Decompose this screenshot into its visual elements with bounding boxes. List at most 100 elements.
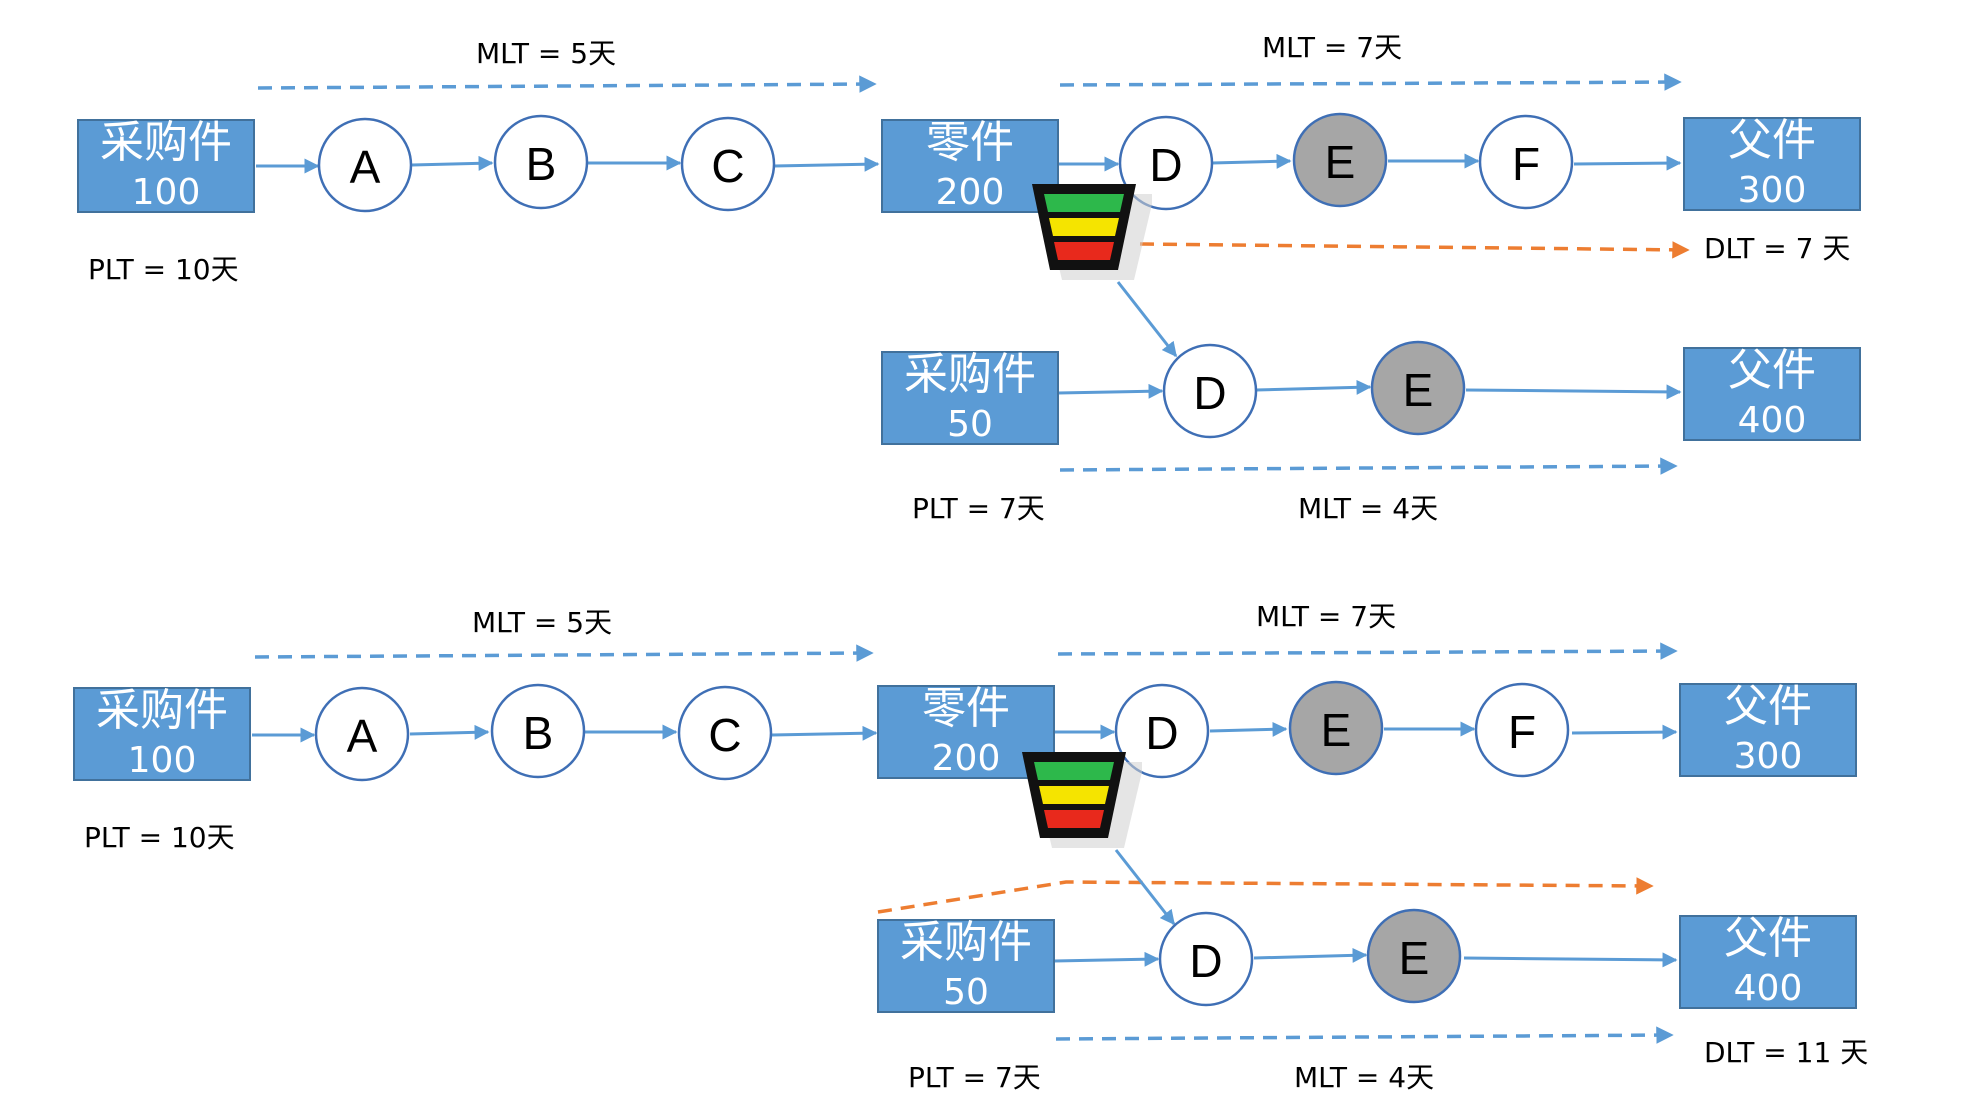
- svg-text:A: A: [350, 141, 381, 193]
- flow-arrow: [1573, 155, 1682, 171]
- plt-main-label: PLT = 10天: [88, 253, 239, 286]
- plt-main-label: PLT = 10天: [84, 821, 235, 854]
- dlt-dashed-arrow: [1139, 241, 1690, 259]
- flow-arrow: [1255, 379, 1372, 395]
- plt-sub-label: PLT = 7天: [908, 1061, 1041, 1094]
- plt-sub-label: PLT = 7天: [912, 492, 1045, 525]
- svg-text:F: F: [1508, 706, 1536, 758]
- mlt-sub-dashed-arrow: [1055, 1026, 1674, 1044]
- box-value: 100: [132, 172, 201, 213]
- svg-text:E: E: [1325, 136, 1356, 188]
- box-title: 采购件: [96, 685, 228, 736]
- node-d-sub: D: [1158, 911, 1254, 1007]
- buffer-icon: [1022, 752, 1142, 848]
- flow-arrow: [1114, 849, 1176, 926]
- box-value: 200: [932, 738, 1001, 779]
- node-f: F: [1474, 682, 1570, 778]
- flow-arrow: [409, 724, 490, 740]
- mlt-sub-dashed-arrow: [1059, 457, 1678, 475]
- svg-text:E: E: [1321, 704, 1352, 756]
- node-d: D: [1118, 115, 1214, 211]
- box-value: 200: [936, 172, 1005, 213]
- node-e-sub-gray: E: [1366, 908, 1462, 1004]
- flow-arrow: [1057, 383, 1164, 399]
- box-title: 零件: [926, 117, 1014, 168]
- flow-arrow: [773, 156, 880, 172]
- svg-text:B: B: [526, 138, 557, 190]
- svg-text:C: C: [711, 140, 744, 192]
- node-a: A: [317, 117, 413, 213]
- svg-text:D: D: [1189, 935, 1222, 987]
- flow-arrow: [771, 725, 878, 741]
- box-title: 采购件: [100, 117, 232, 168]
- parent-box-sub: 父件 400: [1683, 345, 1861, 441]
- box-title: 父件: [1724, 681, 1812, 732]
- box-value: 100: [128, 740, 197, 781]
- box-value: 300: [1734, 736, 1803, 777]
- node-c: C: [677, 685, 773, 781]
- part-box: 零件 200: [881, 117, 1059, 213]
- flow-arrow: [1211, 153, 1292, 169]
- mlt-right-label: MLT = 7天: [1262, 31, 1402, 64]
- dlt-label: DLT = 7 天: [1704, 232, 1850, 265]
- svg-text:D: D: [1145, 707, 1178, 759]
- svg-text:C: C: [708, 709, 741, 761]
- svg-text:B: B: [523, 707, 554, 759]
- flow-arrows: [252, 721, 1678, 968]
- box-value: 50: [947, 404, 993, 445]
- node-a: A: [314, 686, 410, 782]
- mlt-sub-label: MLT = 4天: [1298, 492, 1438, 525]
- mlt-sub-label: MLT = 4天: [1294, 1061, 1434, 1094]
- node-f: F: [1478, 114, 1574, 210]
- box-value: 50: [943, 972, 989, 1013]
- flow-arrow: [1463, 952, 1678, 968]
- buffer-icon: [1032, 184, 1152, 280]
- box-title: 父件: [1728, 115, 1816, 166]
- mlt-right-dashed-arrow: [1057, 642, 1678, 660]
- node-c: C: [680, 116, 776, 212]
- scenario-top: 采购件 100 零件 200 父件 300 采购件 50 父件 400 A B …: [77, 31, 1861, 525]
- flow-arrow: [1116, 281, 1178, 358]
- box-value: 400: [1738, 400, 1807, 441]
- box-value: 300: [1738, 170, 1807, 211]
- mlt-left-label: MLT = 5天: [472, 606, 612, 639]
- parent-box-sub: 父件 400: [1679, 913, 1857, 1009]
- flow-arrow: [1465, 384, 1682, 400]
- mlt-left-dashed-arrow: [254, 644, 874, 662]
- svg-text:D: D: [1193, 367, 1226, 419]
- mlt-right-dashed-arrow: [1059, 73, 1682, 91]
- svg-text:A: A: [347, 710, 378, 762]
- node-b: B: [493, 114, 589, 210]
- box-title: 采购件: [904, 349, 1036, 400]
- box-title: 零件: [922, 683, 1010, 734]
- svg-text:E: E: [1403, 364, 1434, 416]
- flow-arrow: [1053, 951, 1160, 967]
- box-title: 采购件: [900, 917, 1032, 968]
- dlt-label: DLT = 11 天: [1704, 1036, 1868, 1069]
- node-d-sub: D: [1162, 343, 1258, 439]
- svg-text:D: D: [1149, 139, 1182, 191]
- svg-text:F: F: [1512, 138, 1540, 190]
- svg-text:E: E: [1399, 932, 1430, 984]
- purchase-box-main: 采购件 100: [77, 117, 255, 213]
- flow-arrow: [1209, 721, 1288, 737]
- mlt-left-label: MLT = 5天: [476, 37, 616, 70]
- node-e-gray: E: [1292, 112, 1388, 208]
- scenario-bottom: 采购件 100 零件 200 父件 300 采购件 50 父件 400 A B …: [73, 600, 1868, 1094]
- flow-arrow: [1571, 724, 1678, 740]
- box-title: 父件: [1728, 345, 1816, 396]
- node-d: D: [1114, 683, 1210, 779]
- box-value: 400: [1734, 968, 1803, 1009]
- flow-arrows: [256, 153, 1682, 400]
- parent-box-main: 父件 300: [1683, 115, 1861, 211]
- purchase-box-main: 采购件 100: [73, 685, 251, 781]
- dlt-dashed-arrow: [877, 877, 1654, 914]
- node-e-gray: E: [1288, 680, 1384, 776]
- box-title: 父件: [1724, 913, 1812, 964]
- flow-arrow: [411, 155, 494, 171]
- purchase-box-sub: 采购件 50: [881, 349, 1059, 445]
- mlt-right-label: MLT = 7天: [1256, 600, 1396, 633]
- parent-box-main: 父件 300: [1679, 681, 1857, 777]
- flow-arrow: [1253, 947, 1368, 963]
